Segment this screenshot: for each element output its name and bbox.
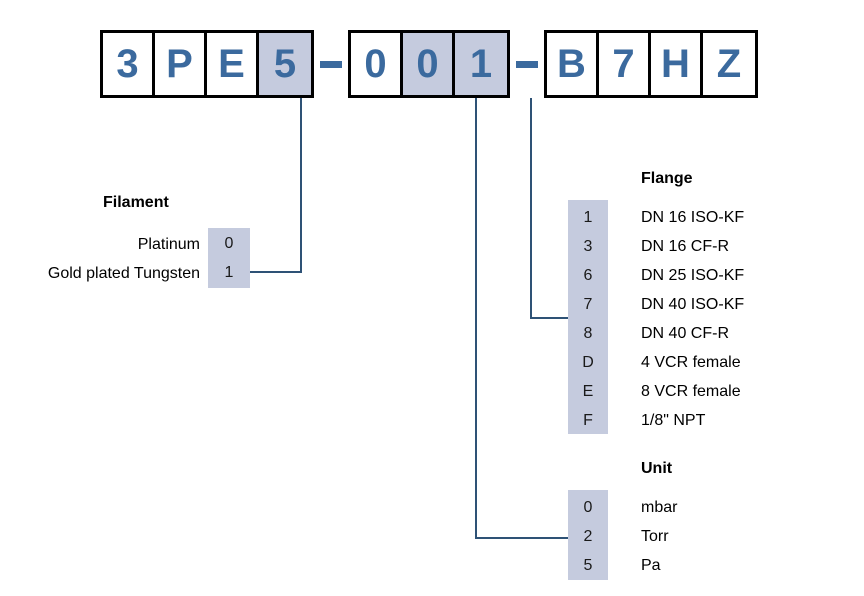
unit-code-column: 0 2 5 xyxy=(568,490,608,580)
flange-description-column: DN 16 ISO-KF DN 16 CF-R DN 25 ISO-KF DN … xyxy=(641,203,744,435)
code-group-middle: 0 0 1 xyxy=(348,30,510,98)
unit-option-label: Torr xyxy=(641,527,669,545)
filament-option-code: 0 xyxy=(224,234,234,252)
connector-unit-horizontal xyxy=(475,537,570,539)
connector-flange-horizontal xyxy=(530,317,570,319)
filament-option-label: Platinum xyxy=(137,235,200,253)
unit-option-label: mbar xyxy=(641,498,678,516)
flange-code-column: 1 3 6 7 8 D E F xyxy=(568,200,608,434)
flange-option-code: 7 xyxy=(583,295,593,313)
flange-option-code: 6 xyxy=(583,266,593,284)
flange-option-code: E xyxy=(582,382,594,400)
flange-option-label: DN 25 ISO-KF xyxy=(641,266,745,284)
section-title-unit: Unit xyxy=(641,460,673,477)
code-cell: 3 xyxy=(103,33,155,95)
code-separator-dash-2 xyxy=(510,30,544,98)
flange-option-code: F xyxy=(583,411,593,429)
flange-option-label: 4 VCR female xyxy=(641,353,741,371)
code-cell: E xyxy=(207,33,259,95)
code-group-suffix: B 7 H Z xyxy=(544,30,758,98)
section-title-filament: Filament xyxy=(103,194,169,211)
flange-option-label: DN 16 ISO-KF xyxy=(641,208,745,226)
filament-code-column: 0 1 xyxy=(208,228,250,288)
unit-option-label: Pa xyxy=(641,556,661,574)
connector-filament-horizontal xyxy=(250,271,302,273)
flange-option-code: 8 xyxy=(583,324,593,342)
filament-label-list: Platinum Gold plated Tungsten xyxy=(0,230,200,288)
code-cell: Z xyxy=(703,33,755,95)
flange-option-code: D xyxy=(582,353,594,371)
unit-option-code: 5 xyxy=(583,556,593,574)
connector-unit-vertical xyxy=(475,98,477,538)
unit-description-column: mbar Torr Pa xyxy=(641,493,677,580)
code-cell: P xyxy=(155,33,207,95)
product-code-row: 3 P E 5 0 0 1 B 7 H Z xyxy=(100,30,758,98)
flange-option-label: 8 VCR female xyxy=(641,382,741,400)
code-cell: 0 xyxy=(351,33,403,95)
flange-option-code: 1 xyxy=(583,208,593,226)
section-title-flange: Flange xyxy=(641,170,693,187)
code-cell-highlighted-flange: 1 xyxy=(455,33,507,95)
code-cell: H xyxy=(651,33,703,95)
unit-option-code: 2 xyxy=(583,527,593,545)
flange-option-label: DN 40 ISO-KF xyxy=(641,295,745,313)
code-cell-highlighted-filament: 5 xyxy=(259,33,311,95)
code-cell: B xyxy=(547,33,599,95)
flange-option-label: DN 40 CF-R xyxy=(641,324,730,342)
filament-option-label: Gold plated Tungsten xyxy=(47,264,200,282)
unit-option-code: 0 xyxy=(583,498,593,516)
code-cell: 7 xyxy=(599,33,651,95)
code-separator-dash-1 xyxy=(314,30,348,98)
flange-option-code: 3 xyxy=(583,237,593,255)
filament-option-code: 1 xyxy=(224,263,234,281)
flange-option-label: DN 16 CF-R xyxy=(641,237,730,255)
code-group-prefix: 3 P E 5 xyxy=(100,30,314,98)
flange-option-label: 1/8" NPT xyxy=(641,411,706,429)
connector-flange-vertical xyxy=(530,98,532,318)
connector-filament-vertical xyxy=(300,98,302,272)
code-cell-highlighted-unit: 0 xyxy=(403,33,455,95)
